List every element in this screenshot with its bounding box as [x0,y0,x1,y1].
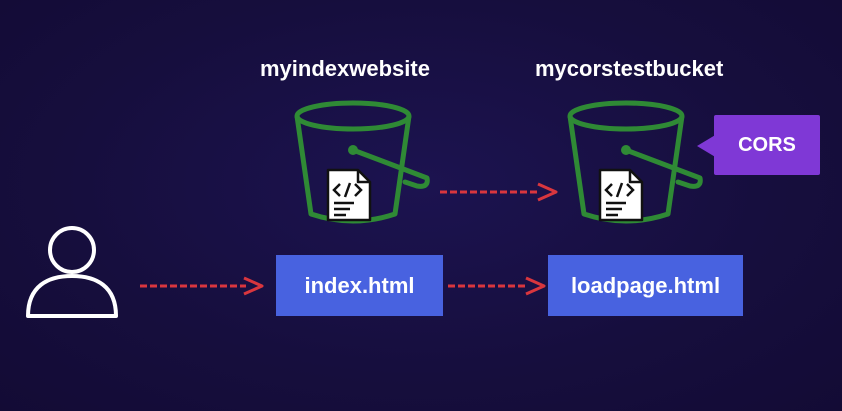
arrow-right-icon [440,182,558,202]
code-file-icon [598,168,644,222]
user-icon [26,226,118,318]
cors-badge: CORS [714,115,820,175]
page-box-loadpage-html: loadpage.html [548,255,743,316]
arrow-right-icon [448,276,546,296]
bucket-title-mycorstestbucket: mycorstestbucket [535,56,724,81]
bucket-title-myindexwebsite: myindexwebsite [260,56,430,81]
code-file-icon [326,168,372,222]
page-box-index-html: index.html [276,255,443,316]
arrow-right-icon [140,276,264,296]
cors-badge-pointer [697,134,717,158]
